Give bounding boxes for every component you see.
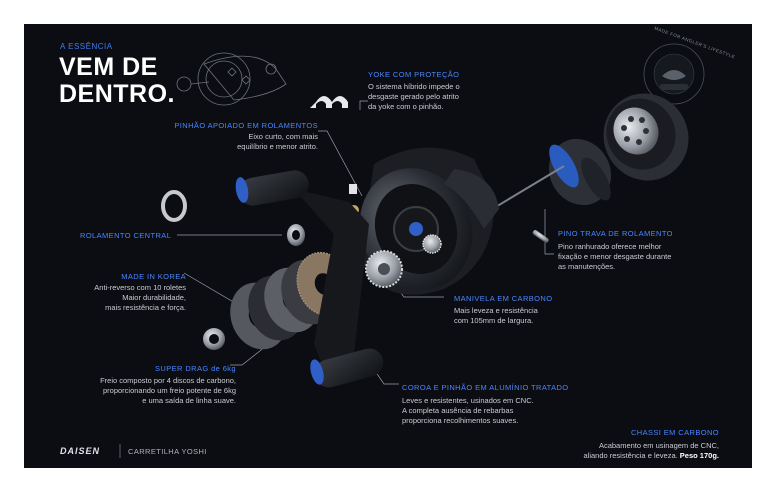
korea-line-2: Maior durabilidade,: [122, 293, 186, 302]
yoke-line-2: desgaste gerado pelo atrito: [368, 92, 459, 101]
drag-line-1: Freio composto por 4 discos de carbono,: [100, 376, 236, 385]
pino-title: PINO TRAVA DE ROLAMENTO: [558, 229, 673, 238]
spool: [483, 138, 612, 215]
korea-title: MADE IN KOREA: [121, 272, 186, 281]
yoke-part: [310, 96, 348, 108]
ring-part: [161, 190, 187, 222]
side-plate: [603, 93, 689, 181]
chassi-line-2: aliando resistência e leveza. Peso 170g.: [583, 451, 719, 461]
chassi-line-1: Acabamento em usinagem de CNC,: [598, 441, 719, 450]
headline-line-1: VEM DE: [59, 53, 158, 81]
drag-line-3: e uma saída de linha suave.: [142, 396, 236, 405]
pinhao-title: PINHÃO APOIADO EM ROLAMENTOS: [174, 121, 318, 130]
coroa-title: COROA E PINHÃO EM ALUMÍNIO TRATADO: [402, 383, 569, 392]
manivela-line-1: Mais leveza e resistência: [454, 306, 538, 315]
chassi-line-2-text: aliando resistência e leveza.: [583, 451, 680, 460]
bearing-central: [287, 224, 305, 246]
coroa-line-3: proporciona recolhimentos suaves.: [402, 416, 519, 425]
exploded-reel-illustration: [119, 43, 705, 458]
drag-line-2: proporcionando um freio potente de 6kg: [102, 386, 236, 395]
pino-line-1: Pino ranhurado oferece melhor: [558, 242, 662, 251]
pino-line-3: as manutenções.: [558, 262, 616, 271]
pinhao-line-2: equilíbrio e menor atrito.: [237, 142, 318, 151]
reel-sketch: [176, 52, 287, 106]
eyebrow-label: A ESSÊNCIA: [60, 42, 113, 51]
headline-line-2: DENTRO.: [59, 80, 175, 108]
crank-handle: [235, 170, 384, 388]
manivela-line-2: com 105mm de largura.: [454, 316, 534, 325]
gears: [342, 184, 442, 288]
manivela-title: MANIVELA EM CARBONO: [454, 294, 553, 303]
korea-line-1: Anti-reverso com 10 roletes: [94, 283, 186, 292]
brand-logo: DAISEN: [60, 446, 101, 456]
drag-title: SUPER DRAG de 6kg: [155, 364, 236, 373]
coroa-line-2: A completa ausência de rebarbas: [402, 406, 514, 415]
chassi-title: CHASSI EM CARBONO: [630, 428, 719, 437]
korea-line-3: mais resistência e força.: [105, 303, 186, 312]
yoke-title: YOKE COM PROTEÇÃO: [368, 70, 460, 79]
yoke-line-1: O sistema híbrido impede o: [368, 82, 460, 91]
rolamento-title: ROLAMENTO CENTRAL: [80, 231, 172, 240]
bearing-small: [203, 328, 225, 350]
pinhao-line-1: Eixo curto, com mais: [248, 132, 318, 141]
chassi-weight: Peso 170g.: [679, 451, 719, 460]
pino-part: [532, 229, 549, 243]
coroa-line-1: Leves e resistentes, usinados em CNC.: [402, 396, 534, 405]
poster: A ESSÊNCIA VEM DE DENTRO. MADE FOR ANGLE…: [24, 24, 752, 468]
product-name: CARRETILHA YOSHI: [128, 447, 207, 456]
lifestyle-badge: [643, 43, 705, 105]
yoke-line-3: da yoke com o pinhão.: [368, 102, 444, 111]
pino-line-2: fixação e menor desgaste durante: [558, 252, 672, 261]
